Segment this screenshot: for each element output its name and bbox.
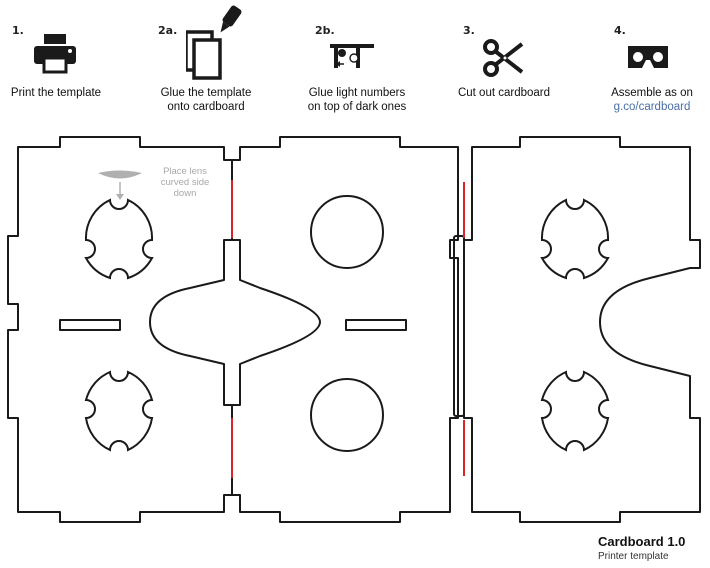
step-number: 2a. xyxy=(158,24,178,37)
notched-hole-left-bottom xyxy=(84,370,154,452)
step-label: Glue the template onto cardboard xyxy=(160,87,252,113)
lens-hole-top xyxy=(310,195,384,269)
step-number: 1. xyxy=(12,24,24,37)
scissors-icon xyxy=(483,39,524,77)
notched-hole-right-top xyxy=(540,198,610,280)
lens-indicator-icon xyxy=(98,170,142,200)
lens-instruction-note: Place lens curved side down xyxy=(160,166,210,199)
number-overlay-icon xyxy=(330,44,374,68)
cardboard-link[interactable]: g.co/cardboard xyxy=(613,101,691,113)
fold-lines xyxy=(231,180,465,478)
notched-hole-right-bottom xyxy=(540,370,610,452)
notched-lens-holes xyxy=(84,198,610,452)
step-label: Assemble as on g.co/cardboard xyxy=(596,86,708,114)
cardboard-viewer-icon xyxy=(628,46,668,68)
step-label: Print the template xyxy=(10,87,102,99)
notched-hole-left-top xyxy=(84,198,154,280)
right-panel-outline xyxy=(463,136,701,523)
printer-icon xyxy=(34,34,76,74)
glue-bottle-icon xyxy=(186,5,242,80)
step-label: Cut out cardboard xyxy=(457,87,551,99)
step-number: 3. xyxy=(463,24,475,37)
step-number: 2b. xyxy=(315,24,335,37)
horizontal-slot-middle xyxy=(345,319,407,331)
step-number: 4. xyxy=(614,24,626,37)
template-title: Cardboard 1.0 xyxy=(598,534,686,549)
lens-hole-bottom xyxy=(310,378,384,452)
left-panel-outline xyxy=(7,136,233,523)
side-slot xyxy=(453,235,465,417)
horizontal-slot-left xyxy=(59,319,121,331)
step-label: Glue light numbers on top of dark ones xyxy=(307,87,407,113)
template-subtitle: Printer template xyxy=(598,551,669,562)
